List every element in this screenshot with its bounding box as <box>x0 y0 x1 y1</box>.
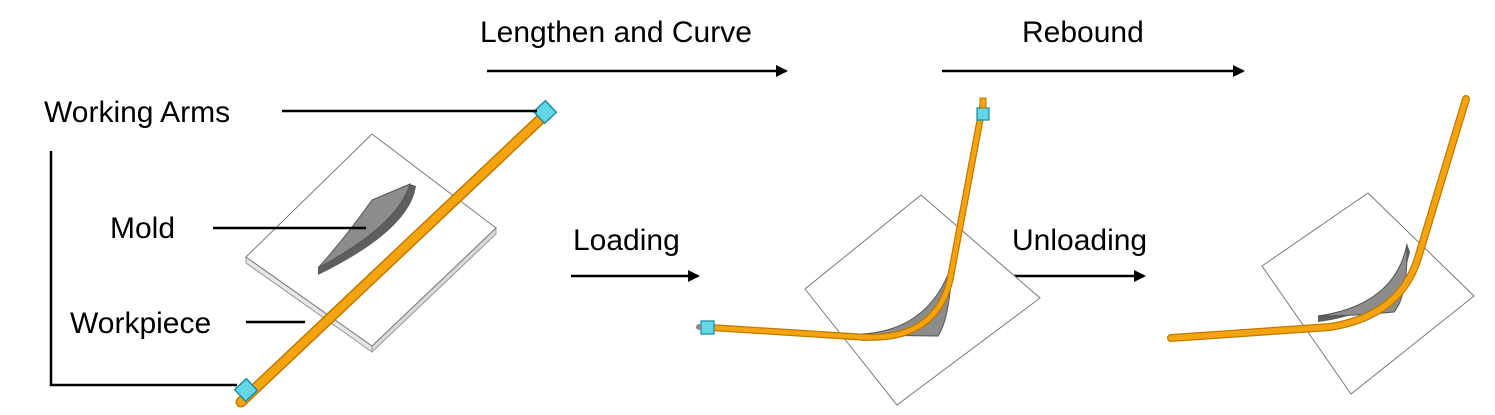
workpiece-bar-loaded <box>699 100 987 341</box>
transition-rebound: Rebound <box>942 16 1245 77</box>
workpiece-label: Workpiece <box>70 307 211 340</box>
clamp-top-initial <box>532 99 558 125</box>
workpiece-bar-unloaded <box>1167 95 1470 342</box>
unloading-label: Unloading <box>1012 224 1147 257</box>
plate-loaded <box>804 194 1041 406</box>
stage-loaded <box>696 97 1041 406</box>
loading-label: Loading <box>573 224 680 257</box>
transition-loading: Loading <box>571 224 700 282</box>
clamp-left-loaded <box>696 320 715 335</box>
stage-unloaded <box>1167 95 1475 395</box>
lengthen-and-curve-label: Lengthen and Curve <box>480 16 752 49</box>
clamp-top-loaded <box>976 97 990 121</box>
workpiece-bar-initial <box>235 107 553 408</box>
working-arms-bracket <box>49 151 237 387</box>
transition-lengthen-and-curve: Lengthen and Curve <box>480 16 788 77</box>
plate-unloaded <box>1261 192 1475 395</box>
clamp-bottom-initial <box>233 377 259 403</box>
mold-label: Mold <box>110 212 175 245</box>
mold-initial <box>317 183 416 275</box>
stage-initial: Working Arms Mold Workpiece <box>44 96 558 408</box>
transition-unloading: Unloading <box>1012 224 1147 282</box>
rebound-label: Rebound <box>1022 16 1144 49</box>
working-arms-label: Working Arms <box>44 96 230 129</box>
mold-unloaded <box>1317 243 1410 322</box>
